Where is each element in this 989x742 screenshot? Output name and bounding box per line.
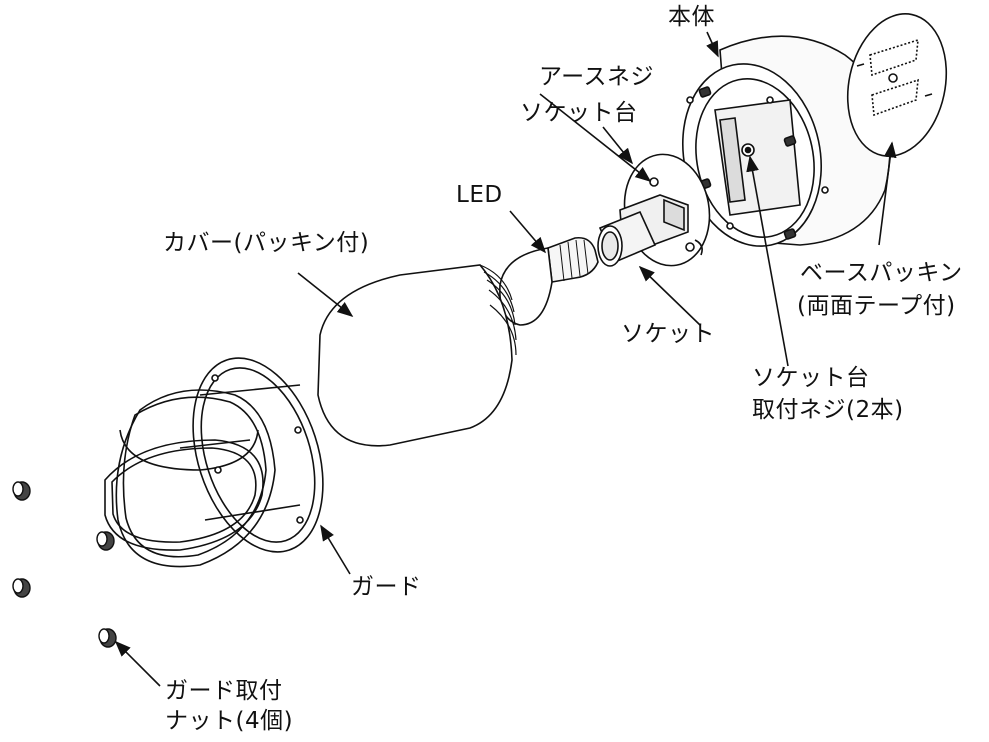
label-socket: ソケット <box>621 321 715 347</box>
label-guard-nut-1: ガード取付 <box>165 678 283 704</box>
cover-part <box>317 264 517 447</box>
label-base-packing-2: (両面テープ付) <box>797 293 956 319</box>
leader-base-packing <box>878 141 897 246</box>
base-packing-part <box>846 13 948 157</box>
label-base-packing-1: ベースパッキン <box>800 260 963 286</box>
label-socket-base: ソケット台 <box>520 100 638 126</box>
led-bulb-part <box>499 236 599 326</box>
socket-part <box>597 210 657 267</box>
label-led: LED <box>456 182 503 208</box>
leader-lines <box>114 31 897 687</box>
label-guard: ガード <box>351 574 422 600</box>
guard-part <box>104 357 324 568</box>
label-guard-nut-2: ナット(4個) <box>165 708 294 734</box>
leader-guard <box>320 524 351 575</box>
leader-socket-screw <box>746 155 789 367</box>
nut-3 <box>12 578 31 598</box>
label-cover: カバー(パッキン付) <box>163 230 370 256</box>
guard-nuts <box>12 481 117 648</box>
label-socket-screw-2: 取付ネジ(2本) <box>752 397 904 423</box>
label-earth-screw: アースネジ <box>539 64 654 90</box>
leader-socket <box>638 265 701 326</box>
nut-4 <box>98 628 117 648</box>
leader-cover <box>297 272 354 317</box>
label-socket-screw-1: ソケット台 <box>752 365 870 391</box>
leader-led <box>509 210 547 254</box>
nut-1 <box>12 481 31 501</box>
leader-earth-screw <box>539 93 652 182</box>
leader-guard-nut <box>114 640 161 687</box>
label-body: 本体 <box>668 4 715 30</box>
leader-socket-base <box>602 126 634 165</box>
leader-body <box>706 31 719 58</box>
nut-2 <box>96 531 115 551</box>
